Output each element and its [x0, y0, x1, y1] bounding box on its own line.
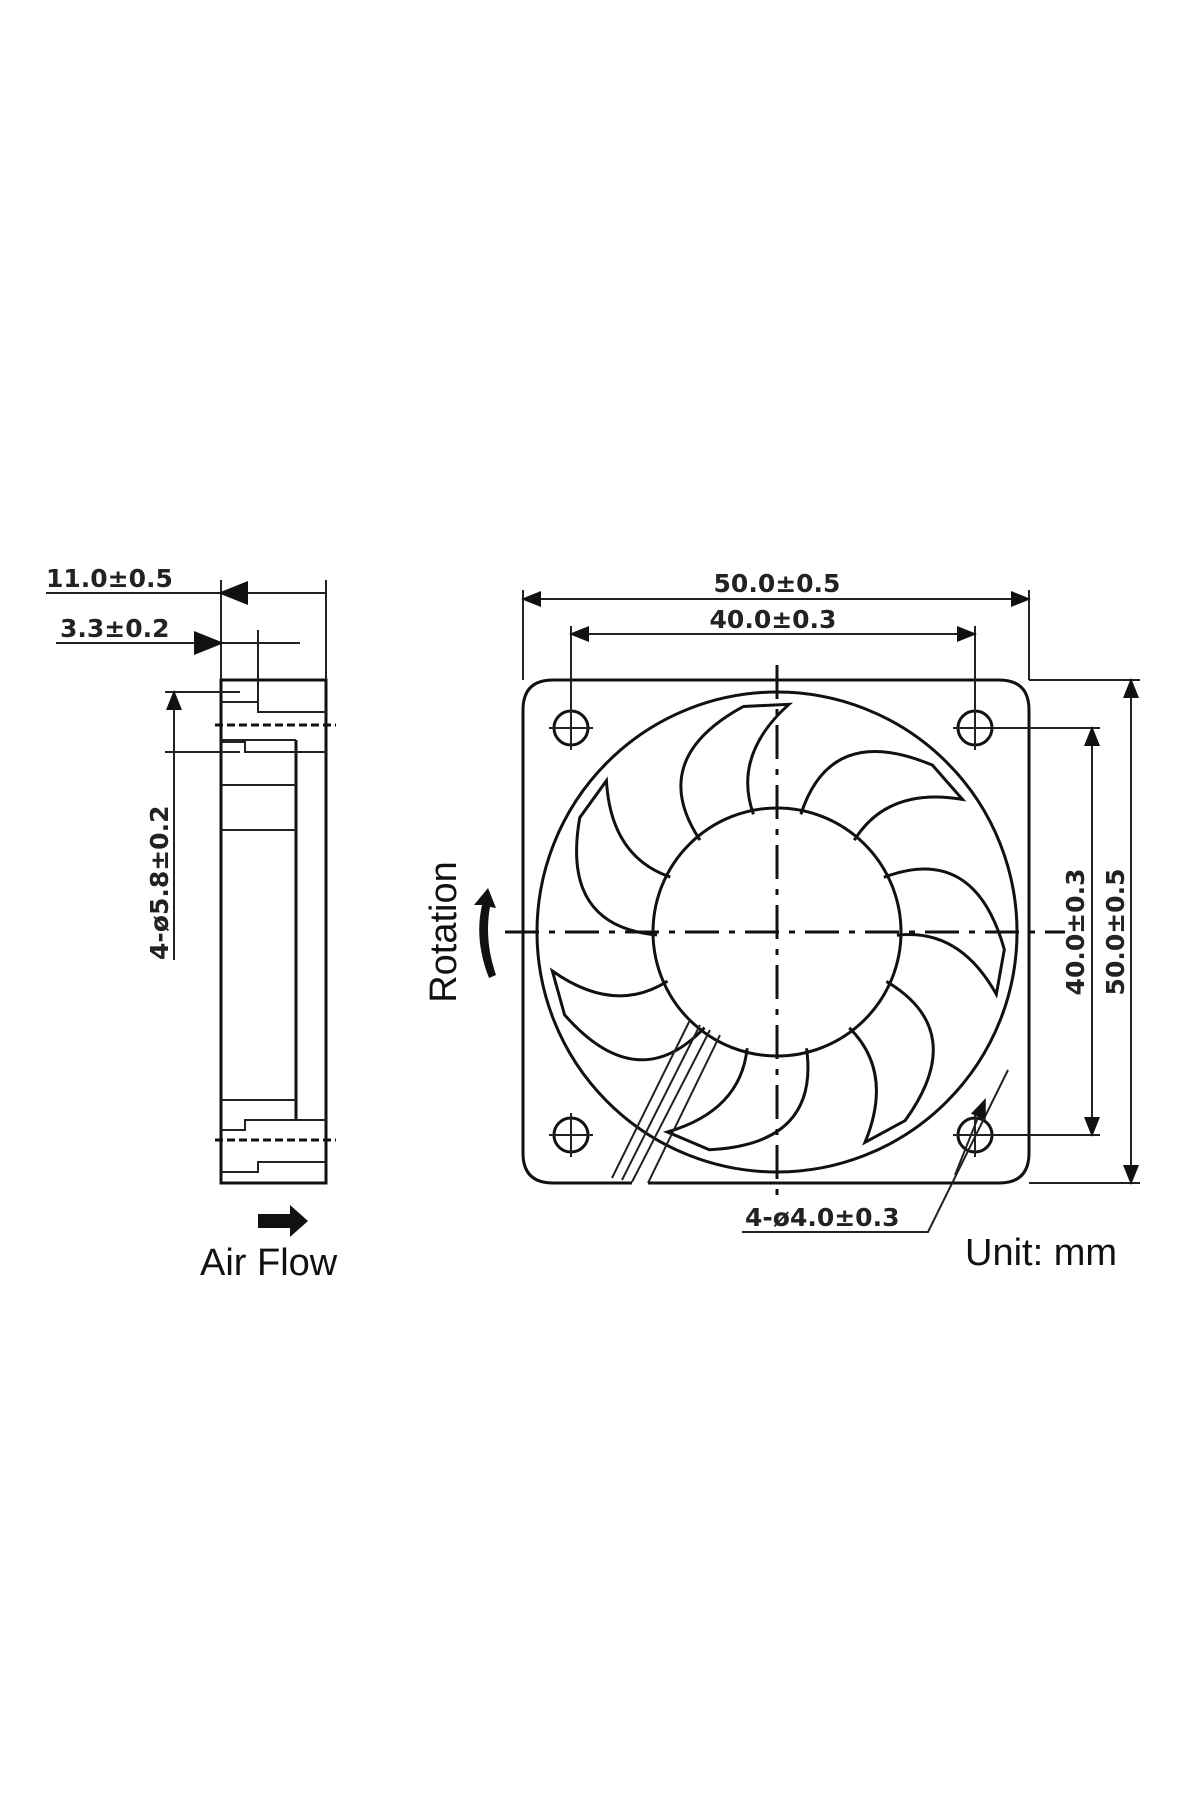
- unit-label: Unit: mm: [965, 1232, 1117, 1274]
- flange-dim: 3.3±0.2: [60, 614, 170, 643]
- fan-blade: [679, 702, 794, 841]
- rotation-arrow-icon: [474, 888, 496, 978]
- hole-dia-dim: 4-ø5.8±0.2: [145, 806, 174, 960]
- hole-spacing-width-dim: 40.0±0.3: [710, 605, 837, 634]
- fan-blades: [549, 702, 1006, 1152]
- fan-blade: [848, 980, 935, 1146]
- thickness-dim: 11.0±0.5: [46, 564, 173, 593]
- airflow-arrow-icon: [258, 1205, 308, 1237]
- airflow-label: Air Flow: [200, 1242, 338, 1284]
- rotation-label: Rotation: [423, 861, 465, 1003]
- side-view: 11.0±0.5 3.3±0.2 4-ø5.8±0.2 Air Flow: [46, 564, 338, 1284]
- fan-blade: [575, 776, 671, 937]
- outer-width-dim: 50.0±0.5: [714, 569, 841, 598]
- fan-blade: [799, 750, 967, 842]
- fan-blade: [662, 1048, 810, 1152]
- fan-blade: [549, 967, 706, 1062]
- outer-height-dim: 50.0±0.5: [1101, 869, 1130, 996]
- front-view: 50.0±0.5 40.0±0.3 50.0±0.5 40.0±0.3 4-ø4…: [423, 569, 1140, 1274]
- fan-blade: [883, 867, 1006, 999]
- wire-bundle: [611, 1019, 721, 1184]
- hole-spacing-height-dim: 40.0±0.3: [1061, 869, 1090, 996]
- side-frame: [219, 678, 328, 1185]
- mount-hole-dim: 4-ø4.0±0.3: [745, 1203, 899, 1232]
